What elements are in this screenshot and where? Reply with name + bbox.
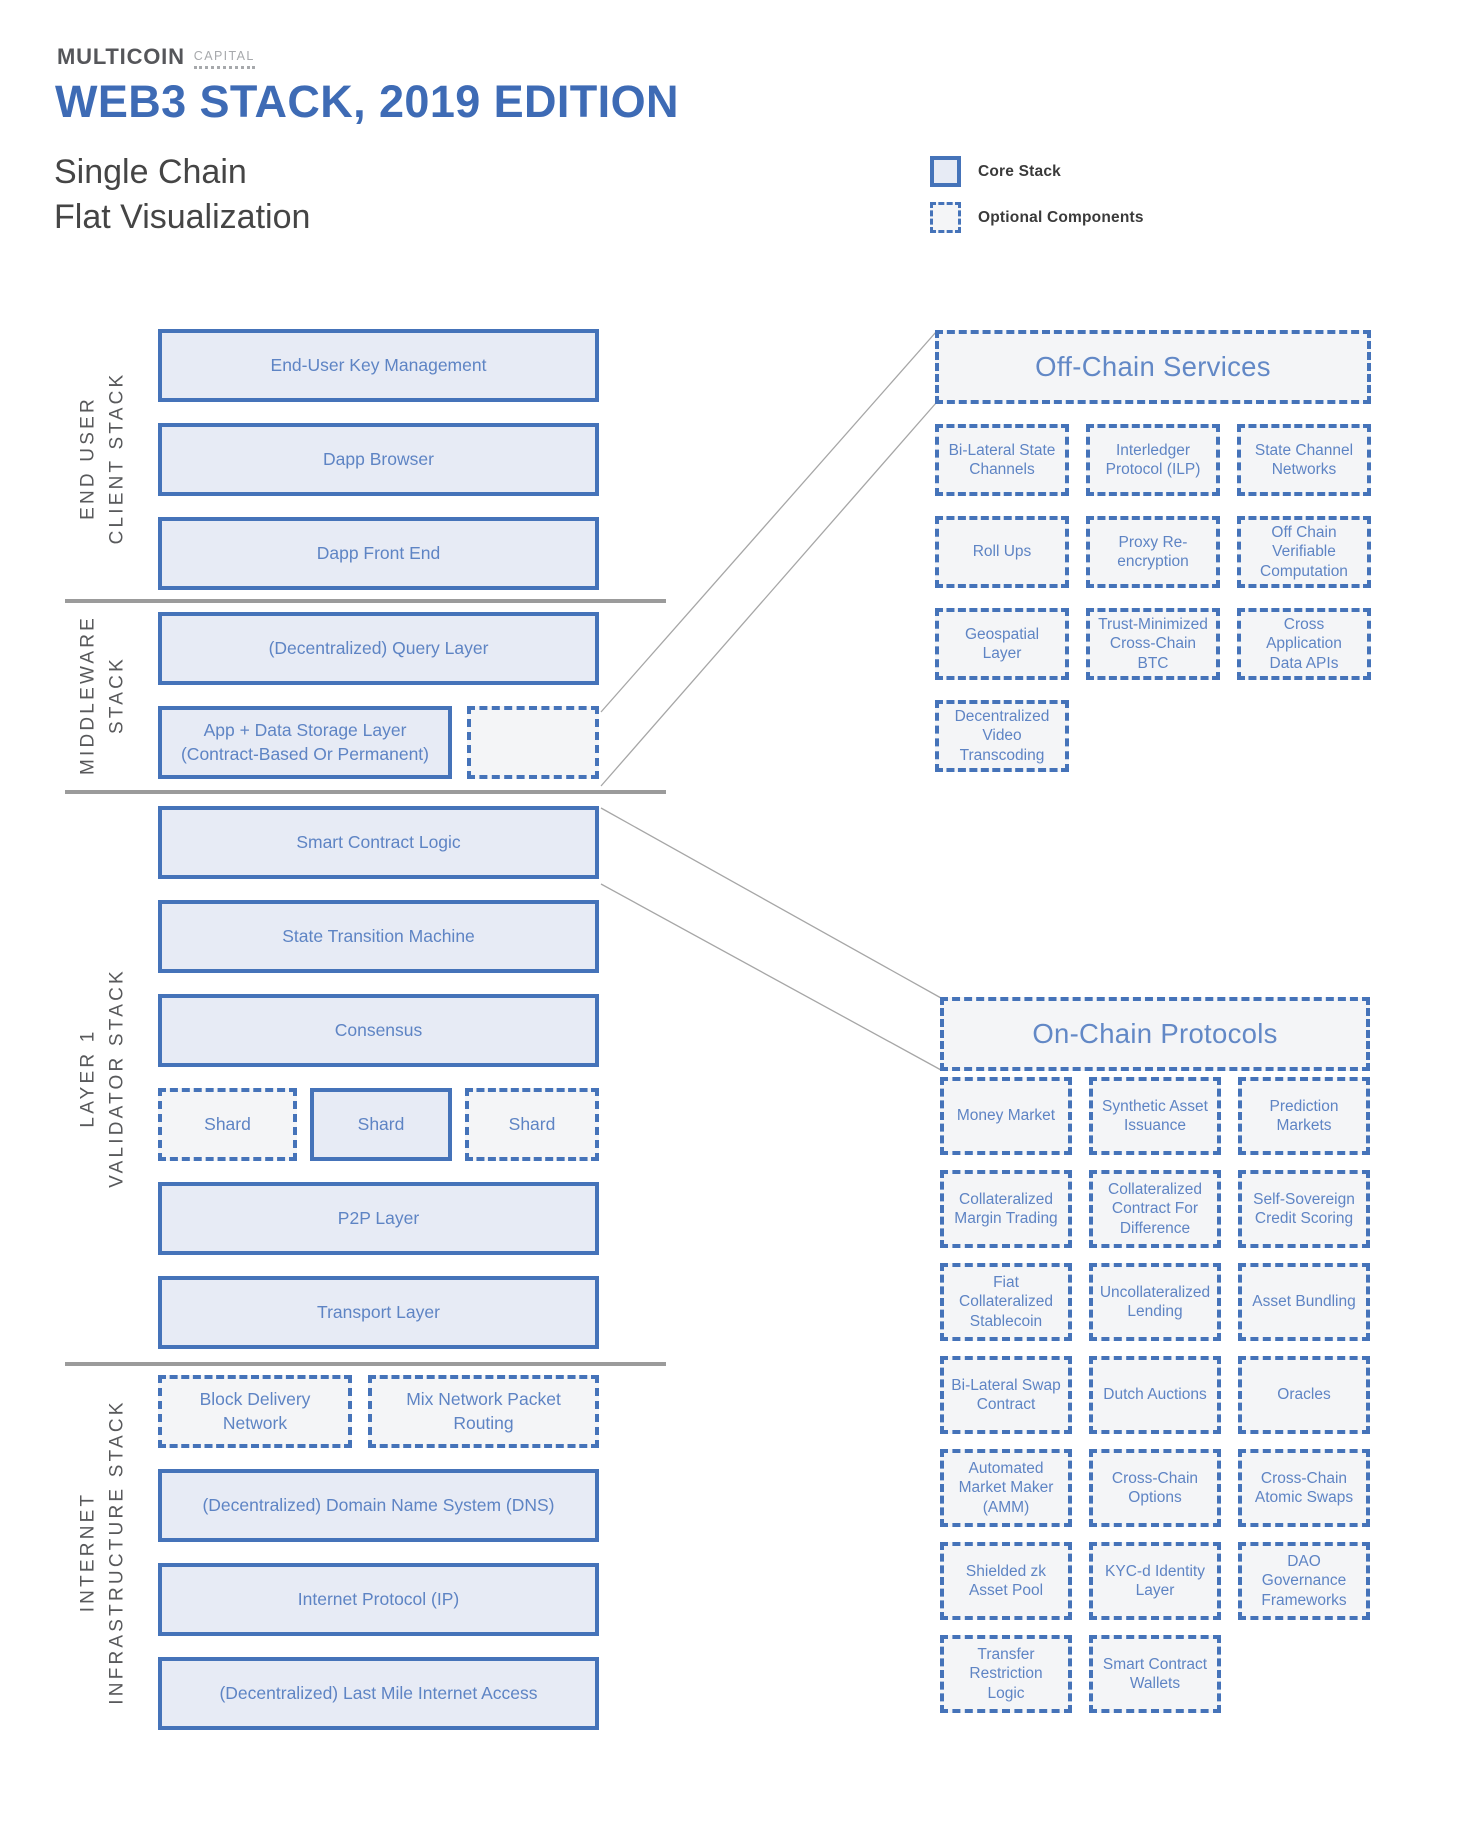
box-proxy-re-encryption: Proxy Re-encryption (1086, 516, 1220, 588)
multicoin-logo: MULTICOIN CAPITAL (57, 44, 255, 70)
legend-optional-row: Optional Components (930, 202, 1144, 233)
section-divider (65, 790, 666, 794)
box-synthetic-asset-issuance: Synthetic Asset Issuance (1089, 1077, 1221, 1155)
box-collateralized-margin-trading: Collateralized Margin Trading (940, 1170, 1072, 1248)
box-automated-market-maker-amm: Automated Market Maker (AMM) (940, 1449, 1072, 1527)
box-geospatial-layer: Geospatial Layer (935, 608, 1069, 680)
box-smart-contract-logic: Smart Contract Logic (158, 806, 599, 879)
stack-label-line: INTERNET (77, 1491, 99, 1613)
box-dapp-front-end: Dapp Front End (158, 517, 599, 590)
stack-label-line: END USER (77, 396, 99, 520)
box-cross-application-data-apis: Cross Application Data APIs (1237, 608, 1371, 680)
box-bi-lateral-state-channels: Bi-Lateral State Channels (935, 424, 1069, 496)
logo-primary-text: MULTICOIN (57, 44, 185, 69)
box-collateralized-contract-for-difference: Collateralized Contract For Difference (1089, 1170, 1221, 1248)
box-state-transition-machine: State Transition Machine (158, 900, 599, 973)
box-dapp-browser: Dapp Browser (158, 423, 599, 496)
box-prediction-markets: Prediction Markets (1238, 1077, 1370, 1155)
box-trust-minimized-cross-chain-btc: Trust-Minimized Cross-Chain BTC (1086, 608, 1220, 680)
box-block-delivery-network: Block Delivery Network (158, 1375, 352, 1448)
stack-label-line: LAYER 1 (77, 1028, 99, 1128)
connector-line (600, 807, 942, 999)
section-divider (65, 599, 666, 603)
core-stack-swatch-icon (930, 156, 961, 187)
box-shard: Shard (465, 1088, 599, 1161)
box-smart-contract-wallets: Smart Contract Wallets (1089, 1635, 1221, 1713)
box-decentralized-domain-name-system-dns: (Decentralized) Domain Name System (DNS) (158, 1469, 599, 1542)
box-shard: Shard (158, 1088, 297, 1161)
optional-components-swatch-icon (930, 202, 961, 233)
section-divider (65, 1362, 666, 1366)
stack-label-layer-1-validator-stack: LAYER 1 VALIDATOR STACK (75, 968, 132, 1188)
box-bi-lateral-swap-contract: Bi-Lateral Swap Contract (940, 1356, 1072, 1434)
logo-secondary-text: CAPITAL (193, 49, 255, 69)
legend-optional-label: Optional Components (978, 208, 1144, 226)
legend-core-row: Core Stack (930, 156, 1061, 187)
box-internet-protocol-ip: Internet Protocol (IP) (158, 1563, 599, 1636)
stack-label-line: STACK (106, 656, 127, 734)
box-state-channel-networks: State Channel Networks (1237, 424, 1371, 496)
box-p2p-layer: P2P Layer (158, 1182, 599, 1255)
stack-label-end-user-client-stack: END USER CLIENT STACK (75, 372, 132, 545)
stack-label-internet-infrastructure-stack: INTERNET INFRASTRUCTURE STACK (75, 1399, 132, 1704)
stack-label-line: INFRASTRUCTURE STACK (106, 1399, 127, 1705)
subtitle-line-2: Flat Visualization (54, 197, 311, 236)
stack-label-line: VALIDATOR STACK (106, 968, 127, 1188)
box-asset-bundling: Asset Bundling (1238, 1263, 1370, 1341)
box-decentralized-query-layer: (Decentralized) Query Layer (158, 612, 599, 685)
connector-line (600, 402, 937, 787)
box-shard: Shard (310, 1088, 452, 1161)
group-header-on-chain-protocols: On-Chain Protocols (940, 997, 1370, 1071)
box-dutch-auctions: Dutch Auctions (1089, 1356, 1221, 1434)
box-oracles: Oracles (1238, 1356, 1370, 1434)
box-interledger-protocol-ilp: Interledger Protocol (ILP) (1086, 424, 1220, 496)
box-transfer-restriction-logic: Transfer Restriction Logic (940, 1635, 1072, 1713)
box-cross-chain-atomic-swaps: Cross-Chain Atomic Swaps (1238, 1449, 1370, 1527)
stack-label-line: CLIENT STACK (106, 371, 127, 545)
legend-core-label: Core Stack (978, 162, 1061, 180)
box-dao-governance-frameworks: DAO Governance Frameworks (1238, 1542, 1370, 1620)
subtitle-line-1: Single Chain (54, 153, 247, 191)
box-cross-chain-options: Cross-Chain Options (1089, 1449, 1221, 1527)
box-mix-network-packet-routing: Mix Network Packet Routing (368, 1375, 599, 1448)
box-kyc-d-identity-layer: KYC-d Identity Layer (1089, 1542, 1221, 1620)
box-app-data-storage-layer-contract-based-or-permanent: App + Data Storage Layer (Contract-Based… (158, 706, 452, 779)
stack-label-middleware-stack: MIDDLEWARE STACK (75, 615, 132, 775)
box-shielded-zk-asset-pool: Shielded zk Asset Pool (940, 1542, 1072, 1620)
box-consensus: Consensus (158, 994, 599, 1067)
group-header-off-chain-services: Off-Chain Services (935, 330, 1371, 404)
box-end-user-key-management: End-User Key Management (158, 329, 599, 402)
connector-line (600, 331, 937, 713)
box-decentralized-last-mile-internet-access: (Decentralized) Last Mile Internet Acces… (158, 1657, 599, 1730)
page-subtitle: Single Chain Flat Visualization (54, 150, 310, 240)
box-off-chain-verifiable-computation: Off Chain Verifiable Computation (1237, 516, 1371, 588)
box-uncollateralized-lending: Uncollateralized Lending (1089, 1263, 1221, 1341)
box-self-sovereign-credit-scoring: Self-Sovereign Credit Scoring (1238, 1170, 1370, 1248)
page-title: WEB3 STACK, 2019 EDITION (55, 76, 679, 127)
connector-line (600, 883, 942, 1071)
box-roll-ups: Roll Ups (935, 516, 1069, 588)
box-fiat-collateralized-stablecoin: Fiat Collateralized Stablecoin (940, 1263, 1072, 1341)
stack-label-line: MIDDLEWARE (77, 614, 99, 776)
box-decentralized-video-transcoding: Decentralized Video Transcoding (935, 700, 1069, 772)
box-money-market: Money Market (940, 1077, 1072, 1155)
box-transport-layer: Transport Layer (158, 1276, 599, 1349)
box-empty-optional (467, 706, 599, 779)
